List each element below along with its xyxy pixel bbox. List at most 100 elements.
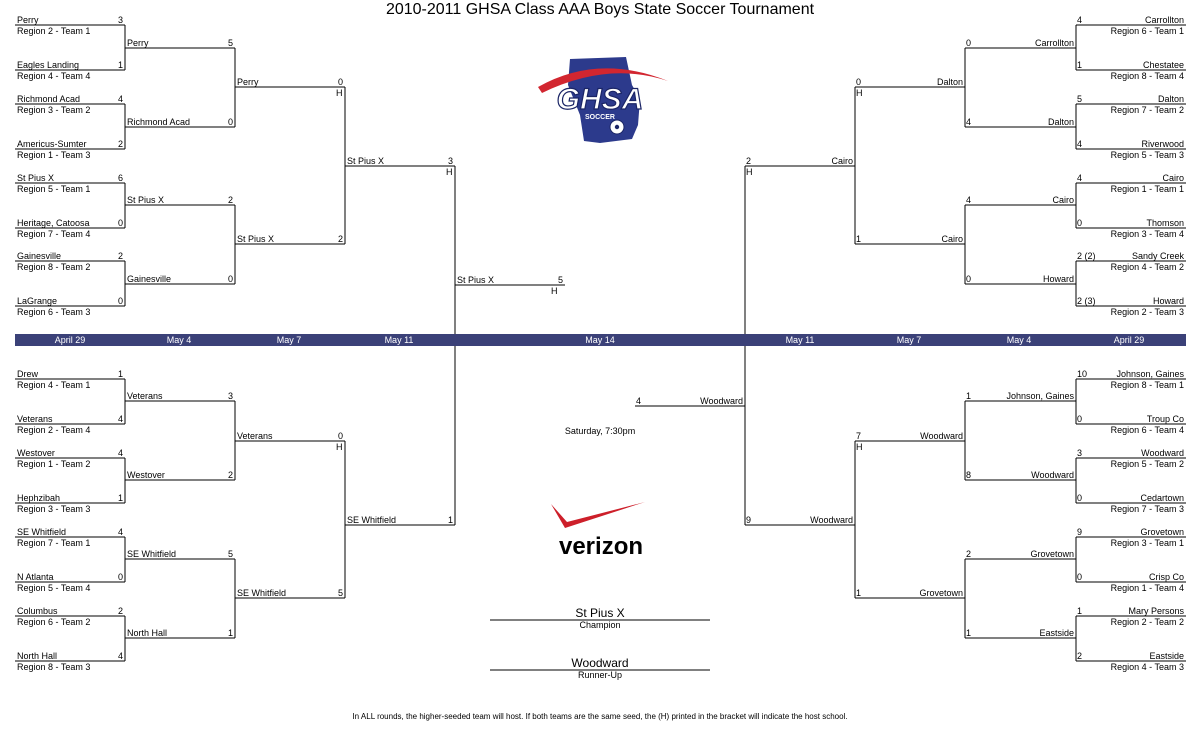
finalist-right-name: Woodward xyxy=(700,396,743,406)
score: 0 xyxy=(966,38,972,48)
date-label: May 7 xyxy=(276,335,302,345)
swoosh-icon xyxy=(538,68,668,93)
score: 5 xyxy=(227,549,233,559)
score: 4 xyxy=(117,94,123,104)
team-name: St Pius X xyxy=(237,234,275,244)
team-name: Cairo xyxy=(1052,195,1074,205)
seed-label: Region 4 - Team 4 xyxy=(17,71,91,81)
date-label: May 14 xyxy=(585,335,615,345)
host-marker: H xyxy=(856,442,863,452)
host-marker: H xyxy=(336,442,343,452)
team-name: St Pius X xyxy=(17,173,55,183)
team-name: St Pius X xyxy=(127,195,165,205)
seed-label: Region 6 - Team 2 xyxy=(17,617,91,627)
team-name: Cairo xyxy=(941,234,963,244)
page-title: 2010-2011 GHSA Class AAA Boys State Socc… xyxy=(385,1,815,18)
host-marker: H xyxy=(856,88,863,98)
score: 5 xyxy=(1077,94,1083,104)
team-name: Gainesville xyxy=(17,251,62,261)
score: 1 xyxy=(856,588,862,598)
team-name: St Pius X xyxy=(347,156,385,166)
team-name: Perry xyxy=(127,38,149,48)
team-name: Hephzibah xyxy=(17,493,61,503)
team-name: Perry xyxy=(17,15,39,25)
date-label: April 29 xyxy=(54,335,86,345)
team-name: Westover xyxy=(127,470,165,480)
score: 4 xyxy=(117,651,123,661)
team-name: Dalton xyxy=(1157,94,1184,104)
seed-label: Region 3 - Team 3 xyxy=(17,504,91,514)
team-name: Thomson xyxy=(1146,218,1184,228)
date-label: May 11 xyxy=(785,335,815,345)
score: 1 xyxy=(1077,606,1083,616)
score: 4 xyxy=(966,117,972,127)
finalist-left-name: St Pius X xyxy=(457,275,495,285)
seed-label: Region 2 - Team 4 xyxy=(17,425,91,435)
score: 4 xyxy=(117,414,123,424)
score: 2 xyxy=(117,139,123,149)
score: 3 xyxy=(117,15,123,25)
team-name: Carrollton xyxy=(1144,15,1184,25)
score: 3 xyxy=(227,391,233,401)
seed-label: Region 5 - Team 3 xyxy=(1110,150,1184,160)
score: 1 xyxy=(856,234,862,244)
score: 2 (2) xyxy=(1077,251,1096,261)
score: 4 xyxy=(117,448,123,458)
team-name: Grovetown xyxy=(1140,527,1184,537)
score: 6 xyxy=(117,173,123,183)
team-name: Chestatee xyxy=(1142,60,1184,70)
date-label: May 4 xyxy=(166,335,192,345)
final-time: Saturday, 7:30pm xyxy=(564,426,636,436)
score: 4 xyxy=(966,195,972,205)
team-name: Richmond Acad xyxy=(17,94,81,104)
seed-label: Region 1 - Team 4 xyxy=(1110,583,1184,593)
seed-label: Region 3 - Team 1 xyxy=(1110,538,1184,548)
team-name: Riverwood xyxy=(1141,139,1184,149)
team-name: North Hall xyxy=(17,651,58,661)
team-name: Woodward xyxy=(1031,470,1074,480)
team-name: Howard xyxy=(1042,274,1074,284)
host-marker: H xyxy=(336,88,343,98)
score: 1 xyxy=(227,628,233,638)
team-name: Veterans xyxy=(237,431,273,441)
score: 0 xyxy=(337,77,343,87)
date-label: May 11 xyxy=(384,335,414,345)
score: 1 xyxy=(966,391,972,401)
score: 0 xyxy=(856,77,862,87)
score: 2 xyxy=(227,195,233,205)
host-marker: H xyxy=(551,286,558,296)
team-name: Woodward xyxy=(920,431,963,441)
date-label: April 29 xyxy=(1113,335,1145,345)
verizon-logo: verizon xyxy=(551,502,645,560)
finalist-right-score: 4 xyxy=(636,396,642,406)
score: 4 xyxy=(1077,173,1083,183)
score: 5 xyxy=(337,588,343,598)
score: 1 xyxy=(966,628,972,638)
seed-label: Region 8 - Team 2 xyxy=(17,262,91,272)
champion-label: Champion xyxy=(579,620,621,630)
team-name: Westover xyxy=(17,448,55,458)
score: 0 xyxy=(1077,218,1083,228)
team-name: Drew xyxy=(17,369,39,379)
runner-up-name: Woodward xyxy=(571,656,629,670)
team-name: Eastside xyxy=(1149,651,1184,661)
team-name: Dalton xyxy=(936,77,963,87)
team-name: Troup Co xyxy=(1146,414,1184,424)
score: 1 xyxy=(117,60,123,70)
team-name: Heritage, Catoosa xyxy=(17,218,90,228)
finalist-left-score: 5 xyxy=(557,275,563,285)
seed-label: Region 2 - Team 3 xyxy=(1110,307,1184,317)
verizon-logo-text: verizon xyxy=(559,533,643,560)
seed-label: Region 1 - Team 1 xyxy=(1110,184,1184,194)
team-name: Mary Persons xyxy=(1128,606,1184,616)
host-marker: H xyxy=(446,167,453,177)
seed-label: Region 6 - Team 4 xyxy=(1110,425,1184,435)
team-name: SE Whitfield xyxy=(347,515,397,525)
score: 4 xyxy=(117,527,123,537)
seed-label: Region 5 - Team 2 xyxy=(1110,459,1184,469)
seed-label: Region 7 - Team 3 xyxy=(1110,504,1184,514)
seed-label: Region 2 - Team 2 xyxy=(1110,617,1184,627)
team-name: Columbus xyxy=(17,606,58,616)
score: 0 xyxy=(227,117,233,127)
team-name: Gainesville xyxy=(127,274,172,284)
